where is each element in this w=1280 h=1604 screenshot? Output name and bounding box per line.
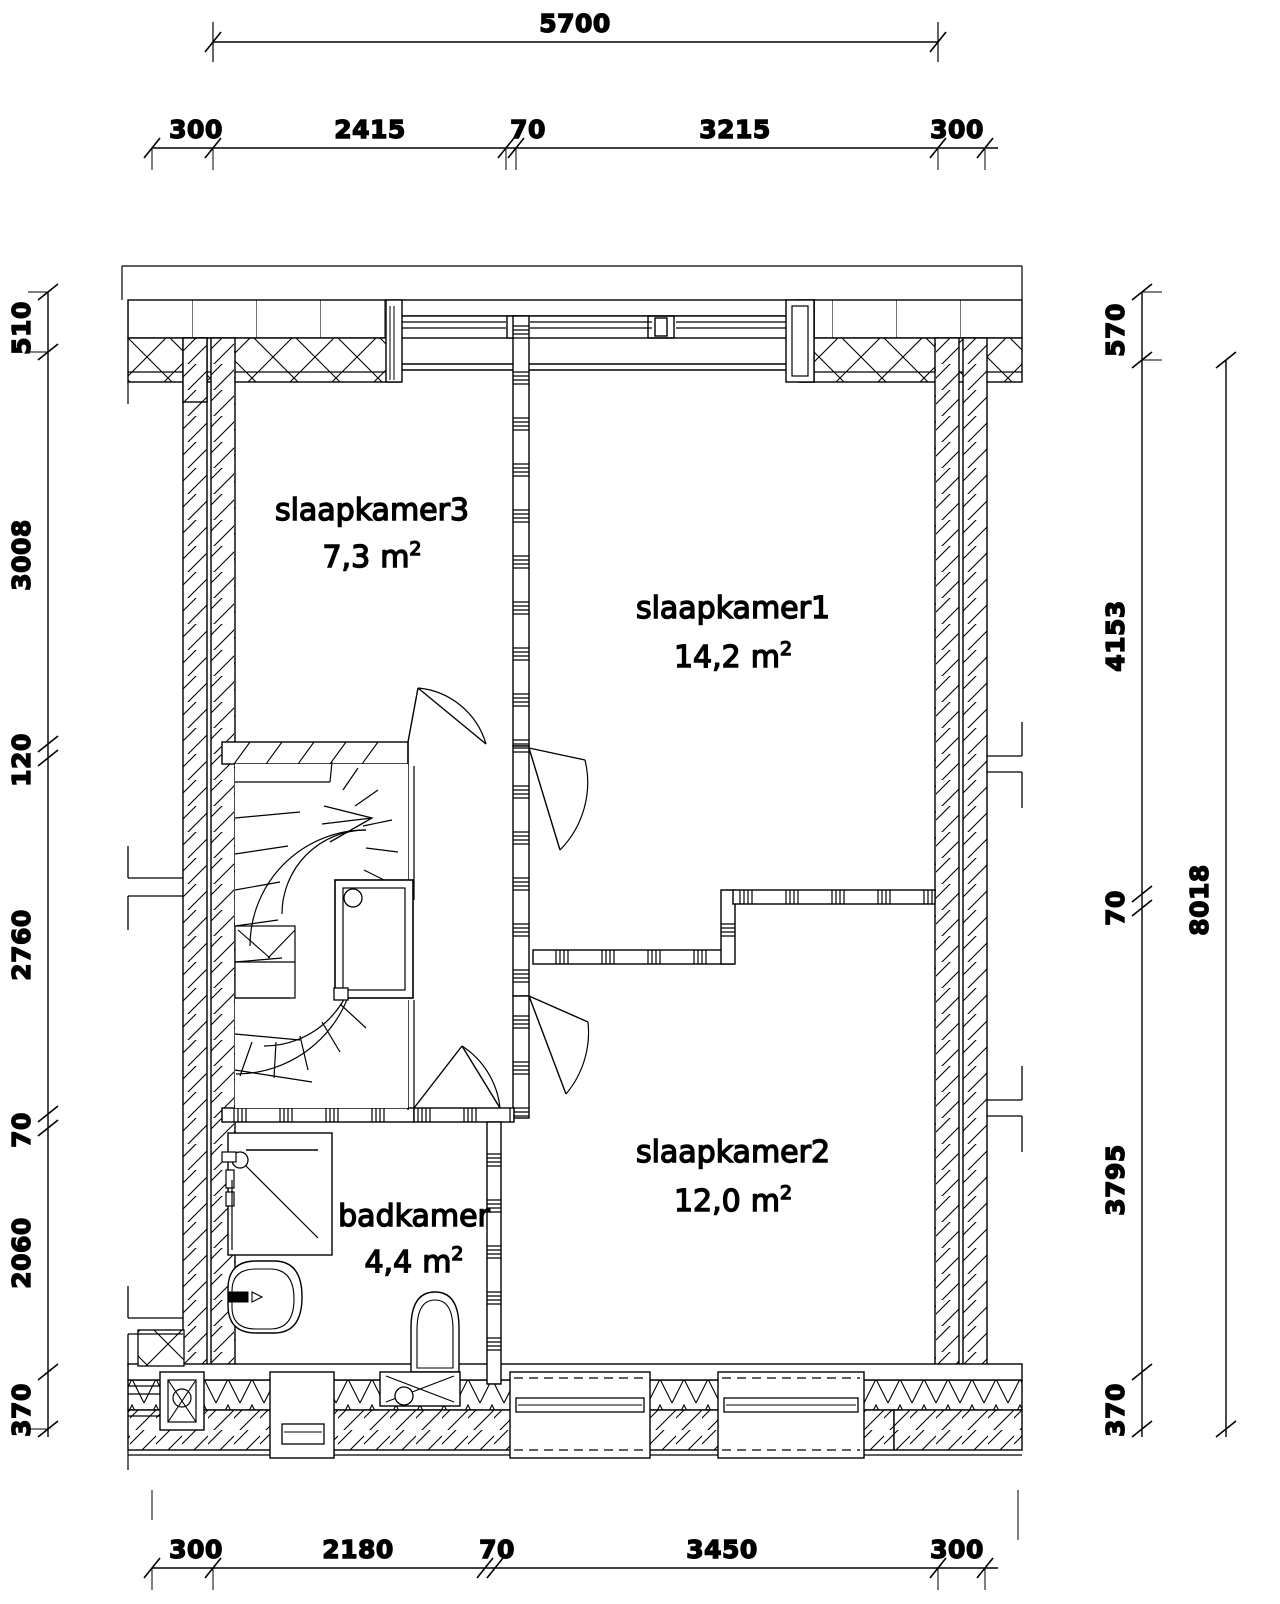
dim-left-3: 120 [7, 733, 36, 787]
wall-post-top-right [785, 299, 815, 383]
toilet-fixture [379, 1291, 461, 1407]
dimension-bottom-chain [143, 1490, 1019, 1590]
dim-bottom-4: 3450 [686, 1535, 758, 1564]
dimension-top-overall [204, 22, 947, 62]
room-area-value-slaapkamer1: 14,2 [674, 640, 741, 675]
exterior-wall-bottom [127, 1329, 1023, 1470]
room-area-value-slaapkamer2: 12,0 [674, 1184, 741, 1219]
room-area-unit-slaapkamer1: m [751, 640, 780, 675]
exterior-wall-left [182, 337, 236, 1407]
room-area-exp-slaapkamer1: 2 [780, 638, 792, 660]
room-label-slaapkamer1: slaapkamer1 [636, 591, 830, 626]
dim-bottom-5: 300 [930, 1535, 984, 1564]
room-area-slaapkamer3: 7,3 m2 [322, 538, 421, 575]
window-top-glazing [385, 299, 815, 383]
dim-left-4: 2760 [7, 909, 36, 981]
room-area-badkamer: 4,4 m2 [364, 1243, 463, 1280]
staircase-winder [234, 761, 414, 1108]
dim-top-overall-label: 5700 [539, 9, 611, 38]
dimension-left-chain [28, 283, 59, 1438]
door-badkamer [413, 1045, 501, 1109]
room-area-exp-badkamer: 2 [451, 1243, 463, 1265]
room-label-slaapkamer2: slaapkamer2 [636, 1135, 830, 1170]
door-slaapkamer2 [528, 995, 590, 1095]
room-label-slaapkamer3: slaapkamer3 [275, 493, 469, 528]
room-label-badkamer: badkamer [338, 1199, 490, 1234]
room-area-value-badkamer: 4,4 [364, 1245, 412, 1280]
door-slaapkamer1 [528, 747, 589, 851]
exterior-wall-right [934, 337, 988, 1407]
dim-right-3: 70 [1101, 890, 1130, 926]
room-area-unit-slaapkamer3: m [380, 540, 409, 575]
dim-top-5: 300 [930, 115, 984, 144]
room-area-slaapkamer2: 12,0 m2 [674, 1182, 792, 1219]
dim-left-5: 70 [7, 1112, 36, 1148]
dimension-right-overall [1215, 351, 1237, 1438]
room-area-exp-slaapkamer2: 2 [780, 1182, 792, 1204]
pipe-riser-detail [128, 1329, 205, 1431]
dim-top-2: 2415 [334, 115, 406, 144]
room-area-unit-slaapkamer2: m [751, 1184, 780, 1219]
dim-top-1: 300 [169, 115, 223, 144]
shower-fixture [221, 1132, 333, 1256]
dim-bottom-3: 70 [479, 1535, 515, 1564]
dimension-right-chain [1131, 283, 1162, 1438]
dim-right-5: 370 [1101, 1383, 1130, 1437]
exterior-wall-top-left [121, 265, 1023, 404]
dim-right-overall-label: 8018 [1185, 864, 1214, 936]
partition-central-vertical [512, 315, 530, 1119]
dim-top-3: 70 [510, 115, 546, 144]
room-area-slaapkamer1: 14,2 m2 [674, 638, 792, 675]
wall-stub-top-left [182, 337, 208, 403]
wall-break-marks [127, 722, 1023, 1366]
dim-right-1: 570 [1101, 303, 1130, 357]
dim-right-4: 3795 [1101, 1144, 1130, 1216]
partition-stair-enclosure [221, 741, 515, 1385]
dim-bottom-1: 300 [169, 1535, 223, 1564]
dim-left-6: 2060 [7, 1217, 36, 1289]
partition-stepped [532, 889, 936, 965]
room-area-value-slaapkamer3: 7,3 [322, 540, 370, 575]
dim-left-1: 510 [7, 301, 36, 355]
room-area-unit-badkamer: m [422, 1245, 451, 1280]
door-slaapkamer3 [407, 687, 487, 745]
exterior-wall-top-right [799, 299, 1023, 383]
room-area-exp-slaapkamer3: 2 [409, 538, 421, 560]
dimension-top-chain [143, 137, 998, 170]
dim-left-7: 370 [7, 1383, 36, 1437]
dim-right-2: 4153 [1101, 600, 1130, 672]
washbasin-fixture [227, 1260, 303, 1334]
dim-bottom-2: 2180 [322, 1535, 394, 1564]
dim-top-4: 3215 [699, 115, 771, 144]
dim-left-2: 3008 [7, 519, 36, 591]
